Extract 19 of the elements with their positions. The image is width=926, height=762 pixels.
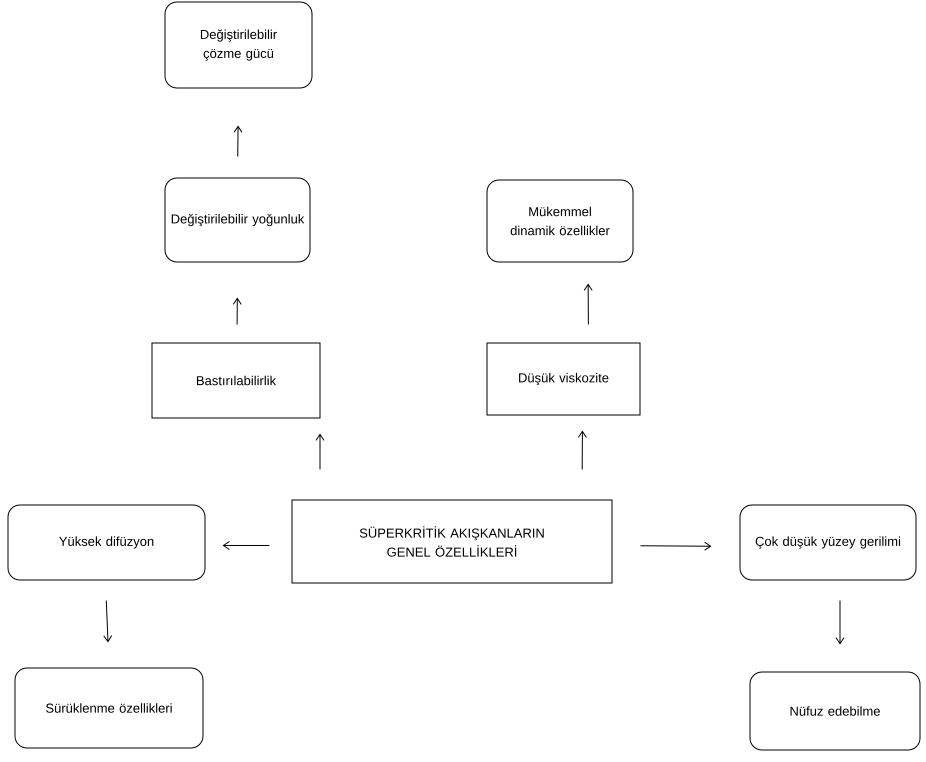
arrow bbox=[232, 298, 242, 325]
arrow bbox=[103, 600, 112, 643]
process-box: Bastırılabilirlik bbox=[152, 342, 320, 418]
rounded-box: Mükemmel dinamik özellikler bbox=[486, 180, 634, 262]
arrow bbox=[640, 542, 712, 551]
rounded-box: Sürüklenme özellikleri bbox=[14, 668, 204, 748]
process-box: SÜPERKRİTİK AKIŞKANLARIN GENEL ÖZELLİKLERİ bbox=[292, 500, 612, 584]
arrow bbox=[316, 434, 324, 470]
rounded-box: Yüksek difüzyon bbox=[8, 504, 206, 580]
rounded-box: Değiştirilebilir yoğunluk bbox=[164, 178, 310, 262]
rounded-box: Değiştirilebilir çözme gücü bbox=[164, 2, 312, 88]
arrow bbox=[234, 125, 243, 157]
arrow bbox=[836, 600, 844, 644]
rounded-box: Çok düşük yüzey gerilimi bbox=[740, 504, 916, 580]
arrow bbox=[578, 430, 587, 470]
arrow bbox=[222, 541, 270, 550]
process-box: Düşük viskozite bbox=[486, 342, 640, 416]
rounded-box: Nüfuz edebilme bbox=[750, 672, 920, 750]
arrow bbox=[584, 284, 593, 325]
